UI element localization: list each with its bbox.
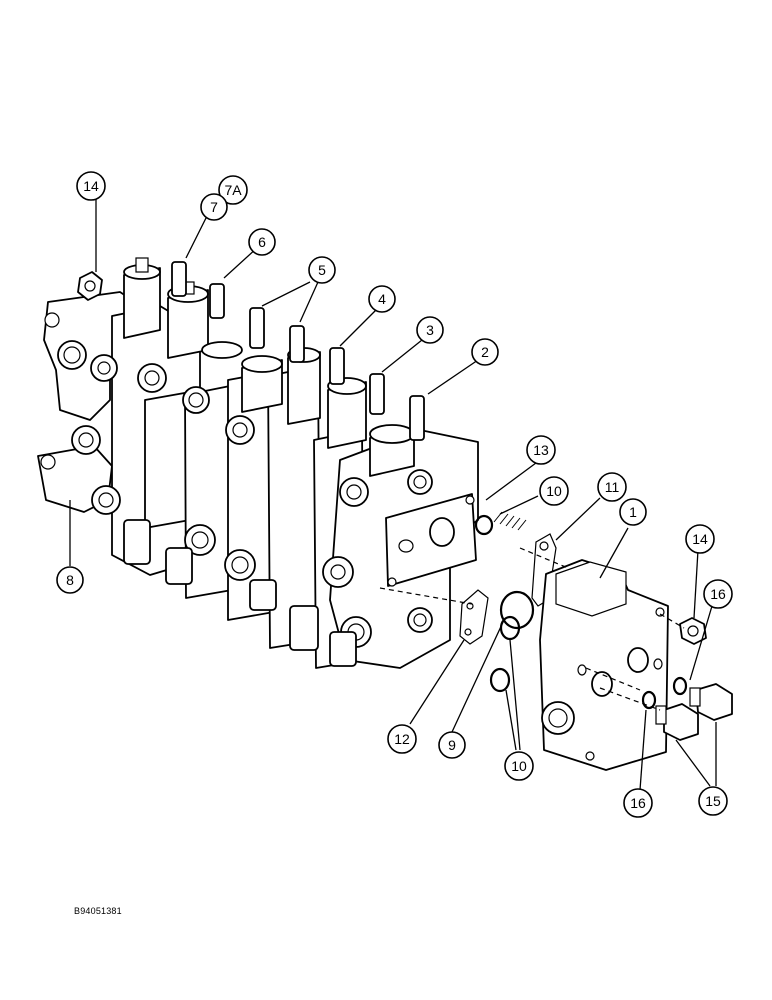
callout-3: 3	[416, 316, 444, 344]
mount-hole	[44, 312, 60, 328]
callout-7a: 7A	[218, 175, 248, 205]
svg-text:3: 3	[426, 322, 434, 338]
spool-ends	[171, 261, 425, 441]
leader-lines	[69, 199, 717, 791]
svg-text:9: 9	[448, 737, 456, 753]
drawing-code: B94051381	[74, 906, 122, 916]
svg-text:10: 10	[546, 483, 562, 499]
end-cover-hardware	[641, 617, 733, 741]
callout-10-lower: 10	[504, 751, 534, 781]
callout-16-upper: 16	[703, 579, 733, 609]
svg-text:16: 16	[630, 795, 646, 811]
plug-lower	[663, 703, 699, 741]
relief-valve-caps	[123, 257, 415, 477]
svg-text:7: 7	[210, 199, 218, 215]
callout-10-upper: 10	[539, 476, 569, 506]
control-valve-assembly	[37, 257, 479, 669]
hex-nut-upper	[77, 271, 103, 301]
svg-text:4: 4	[378, 291, 386, 307]
svg-text:14: 14	[83, 178, 99, 194]
svg-text:8: 8	[66, 572, 74, 588]
lower-spool-housings	[123, 519, 357, 667]
gasket-plate	[385, 493, 477, 587]
outlet-end-cover	[539, 559, 669, 771]
svg-text:7A: 7A	[224, 182, 242, 198]
mount-hole-lower	[40, 454, 56, 470]
o-rings	[489, 590, 535, 693]
svg-text:15: 15	[705, 793, 721, 809]
svg-text:1: 1	[629, 504, 637, 520]
callout-12: 12	[387, 724, 417, 754]
callout-15: 15	[698, 786, 728, 816]
callout-14-upper: 14	[76, 171, 106, 201]
callout-14-right: 14	[685, 524, 715, 554]
plug-upper	[695, 683, 733, 721]
callout-4: 4	[368, 285, 396, 313]
callout-16-lower: 16	[623, 788, 653, 818]
valve-section-6	[144, 391, 191, 529]
callout-7: 7	[200, 193, 228, 221]
svg-text:16: 16	[710, 586, 726, 602]
svg-text:14: 14	[692, 531, 708, 547]
outlet-gasket-plate	[385, 493, 489, 645]
callout-9: 9	[438, 731, 466, 759]
alignment-lines	[379, 547, 685, 711]
svg-text:13: 13	[533, 442, 549, 458]
inlet-port-inner	[63, 346, 81, 364]
face-fittings	[71, 354, 433, 648]
svg-text:12: 12	[394, 731, 410, 747]
callout-5: 5	[308, 256, 336, 284]
callout-2: 2	[471, 338, 499, 366]
callout-8: 8	[56, 566, 84, 594]
svg-text:6: 6	[258, 234, 266, 250]
callout-bubbles: 14 7A 7 6 5 4 3 2	[56, 171, 733, 818]
callout-6: 6	[248, 228, 276, 256]
callout-13: 13	[526, 435, 556, 465]
callout-11: 11	[597, 472, 627, 502]
seal-plate-12	[459, 589, 489, 645]
svg-text:10: 10	[511, 758, 527, 774]
svg-text:2: 2	[481, 344, 489, 360]
svg-text:5: 5	[318, 262, 326, 278]
callout-1: 1	[619, 498, 647, 526]
svg-text:11: 11	[605, 479, 620, 495]
